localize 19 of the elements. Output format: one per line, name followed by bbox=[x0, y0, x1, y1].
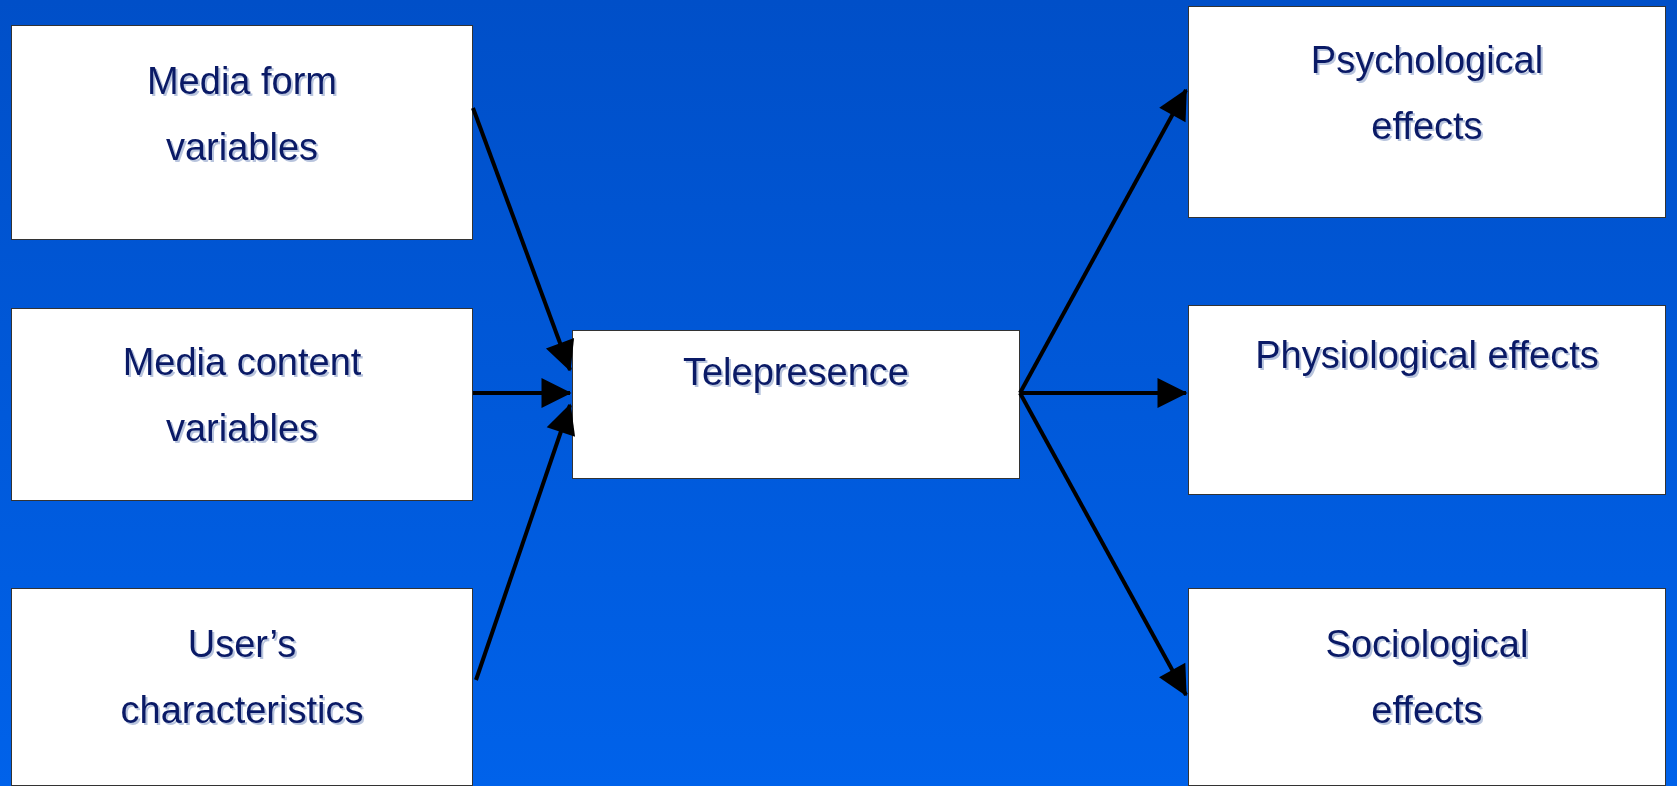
process-box bbox=[1188, 588, 1666, 786]
process-box bbox=[11, 588, 473, 786]
box-label: User’s characteristics bbox=[119, 622, 365, 733]
arrow bbox=[474, 403, 576, 681]
box-label: Psychological effects bbox=[1309, 38, 1545, 149]
arrow bbox=[1018, 392, 1188, 697]
arrow bbox=[1020, 378, 1188, 409]
arrow bbox=[473, 378, 572, 409]
box-label: Telepresence bbox=[682, 350, 909, 395]
arrow bbox=[1018, 88, 1188, 394]
box-label: Physiological effects bbox=[1255, 333, 1599, 378]
process-box bbox=[11, 308, 473, 501]
process-box bbox=[572, 330, 1020, 479]
box-label: Media content variables bbox=[121, 340, 363, 451]
box-label: Media form variables bbox=[145, 59, 339, 170]
process-box bbox=[1188, 305, 1666, 495]
box-label: Sociological effects bbox=[1324, 622, 1530, 733]
process-box bbox=[11, 25, 473, 240]
process-box bbox=[1188, 6, 1666, 218]
